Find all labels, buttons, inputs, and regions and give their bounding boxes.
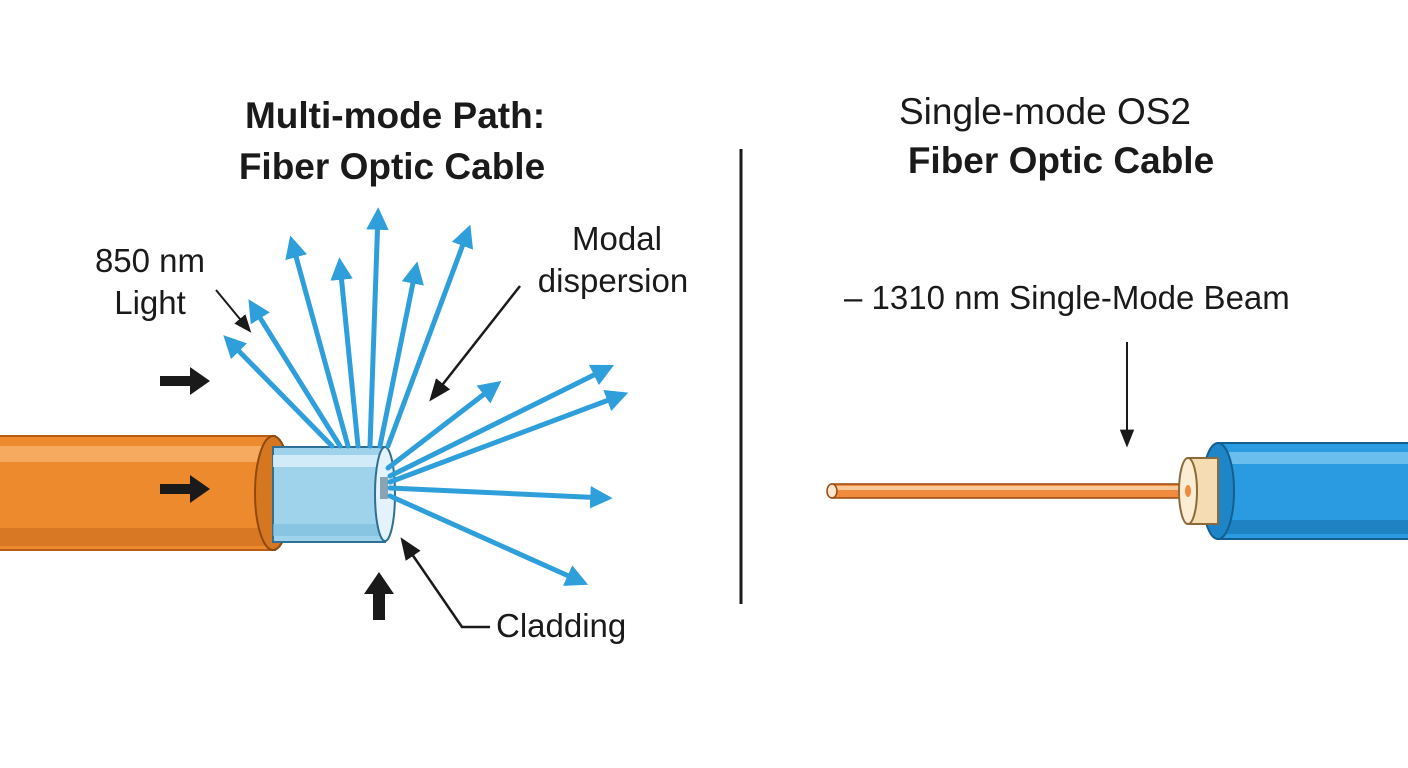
thick-arrow-icon bbox=[160, 475, 210, 503]
ray-6 bbox=[377, 261, 424, 449]
ray-12 bbox=[387, 493, 589, 586]
ray-5 bbox=[366, 207, 389, 449]
singlemode-jacket bbox=[1201, 442, 1408, 540]
multimode-jacket bbox=[0, 435, 292, 551]
light-label-line1: 850 nm bbox=[95, 242, 205, 279]
ray-7 bbox=[385, 224, 474, 449]
ray-3 bbox=[285, 235, 351, 449]
modal-dispersion-rays bbox=[223, 207, 629, 586]
light-leader-arrow-icon bbox=[215, 289, 252, 333]
ray-8 bbox=[385, 380, 502, 471]
dispersion-leader-arrow-icon bbox=[429, 285, 521, 402]
thick-arrow-icon bbox=[160, 367, 210, 395]
singlemode-panel: Single-mode OS2 Fiber Optic Cable – 1310… bbox=[826, 91, 1408, 540]
beam-label: – 1310 nm Single-Mode Beam bbox=[844, 279, 1290, 316]
multimode-panel: Multi-mode Path: Fiber Optic Cable bbox=[0, 95, 688, 644]
multimode-cladding bbox=[272, 446, 396, 543]
singlemode-title-line2: Fiber Optic Cable bbox=[908, 140, 1214, 181]
ray-4 bbox=[330, 257, 361, 449]
ray-9 bbox=[387, 364, 615, 479]
ray-10 bbox=[387, 389, 629, 485]
cladding-label: Cladding bbox=[496, 607, 626, 644]
cladding-leader-arrow-icon bbox=[400, 537, 490, 629]
singlemode-buffer bbox=[1178, 457, 1219, 525]
singlemode-beam bbox=[826, 483, 1193, 499]
ray-2 bbox=[248, 299, 343, 449]
light-label-line2: Light bbox=[114, 284, 186, 321]
dispersion-label-line1: Modal bbox=[572, 220, 662, 257]
dispersion-label-line2: dispersion bbox=[538, 262, 688, 299]
multimode-title-line2: Fiber Optic Cable bbox=[239, 146, 545, 187]
ray-1 bbox=[223, 335, 335, 449]
multimode-title-line1: Multi-mode Path: bbox=[245, 95, 545, 136]
thick-arrow-icon bbox=[364, 572, 394, 620]
singlemode-title-line1: Single-mode OS2 bbox=[899, 91, 1191, 132]
ray-11 bbox=[387, 485, 613, 509]
